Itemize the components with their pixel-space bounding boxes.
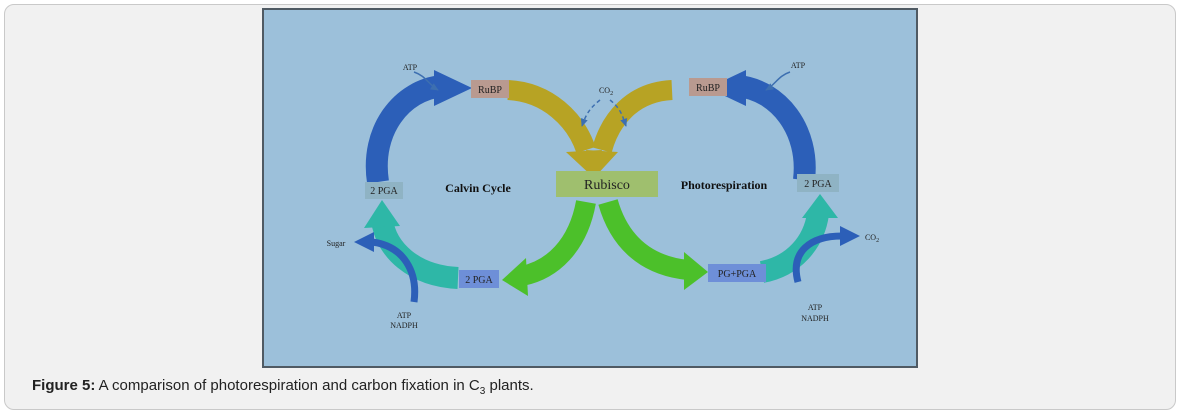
photo-pgpga-label: PG+PGA — [718, 269, 757, 280]
caption-subscript: 3 — [479, 386, 486, 397]
calvin-blue-arrowhead — [434, 70, 472, 106]
calvin-pga-left-box — [365, 182, 403, 199]
atp-right-arrow — [765, 71, 791, 91]
calvin-atp-bottom-label: ATP — [397, 311, 412, 320]
calvin-teal-arrowhead — [364, 200, 400, 228]
photo-atp-label: ATP — [791, 61, 806, 70]
co2-out-curve-arrowhead — [840, 226, 860, 246]
calvin-blue-arrow — [365, 75, 444, 184]
co2-dashed-right — [609, 99, 628, 127]
photo-rubp-label: RuBP — [696, 83, 720, 94]
calvin-green-arrowhead — [502, 258, 528, 296]
caption-label: Figure 5: — [32, 377, 96, 394]
calvin-cycle-title: Calvin Cycle — [445, 181, 511, 195]
co2-out-label: CO2 — [865, 233, 879, 244]
sugar-label: Sugar — [327, 239, 346, 248]
calvin-rubp-label: RuBP — [478, 85, 502, 96]
co2-in-label: CO2 — [599, 86, 613, 97]
photo-pga-right-box — [797, 174, 839, 192]
photo-green-arrow — [598, 198, 690, 280]
co2-out-curve-arrow — [792, 232, 843, 283]
caption-text: A comparison of photorespiration and car… — [95, 377, 480, 394]
calvin-atp-label: ATP — [403, 63, 418, 72]
calvin-olive-arrow — [507, 80, 596, 154]
photo-blue-arrow — [736, 75, 816, 182]
rubisco-label: Rubisco — [584, 178, 630, 193]
calvin-pga-bottom-box — [459, 270, 499, 288]
sugar-curve-arrow — [371, 238, 419, 303]
calvin-green-arrow — [519, 199, 596, 286]
calvin-rubp-box — [471, 80, 509, 98]
calvin-pga-left-label: 2 PGA — [370, 186, 398, 197]
photo-pga-right-label: 2 PGA — [804, 179, 832, 190]
photo-rubp-box — [689, 78, 727, 96]
calvin-pga-bottom-label: 2 PGA — [465, 275, 493, 286]
photo-teal-arrowhead — [802, 194, 838, 218]
photo-nadph-label: NADPH — [801, 314, 829, 323]
photo-olive-arrow — [592, 80, 673, 153]
cycle-diagram: Rubisco RuBP RuBP 2 PGA 2 PGA 2 PGA PG+P… — [327, 61, 879, 330]
photo-green-arrowhead — [684, 252, 708, 290]
calvin-nadph-label: NADPH — [390, 321, 418, 330]
photorespiration-title: Photorespiration — [681, 178, 768, 192]
sugar-curve-arrowhead — [354, 232, 374, 252]
rubisco-box — [556, 171, 658, 197]
photo-atp-bottom-label: ATP — [808, 303, 823, 312]
diagram-figure: Rubisco RuBP RuBP 2 PGA 2 PGA 2 PGA PG+P… — [262, 8, 918, 368]
atp-left-arrow — [413, 71, 439, 91]
figure-caption: Figure 5: A comparison of photorespirati… — [32, 377, 534, 397]
caption-text-end: plants. — [485, 377, 534, 394]
photo-pgpga-box — [708, 264, 766, 282]
co2-dashed-left — [580, 99, 601, 127]
